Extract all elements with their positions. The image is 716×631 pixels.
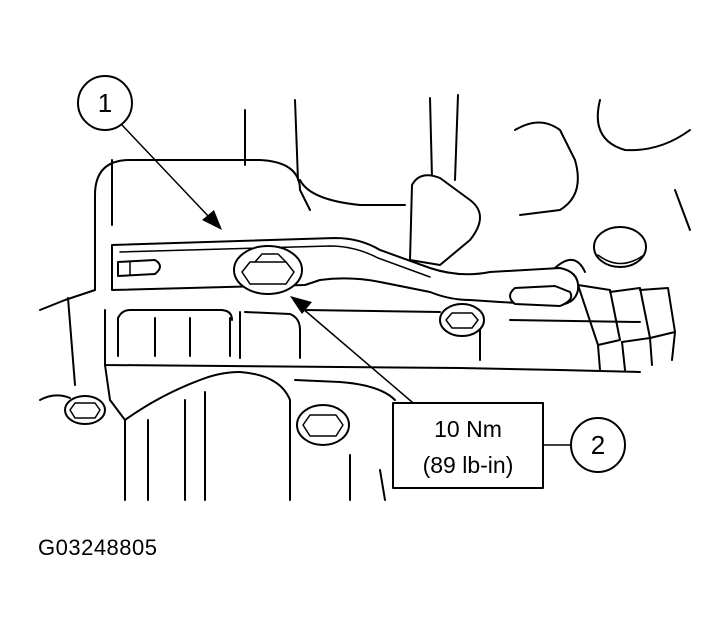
- lever-bolt: [233, 245, 303, 295]
- callout-1: 1: [77, 75, 222, 230]
- bolt-center: [296, 404, 350, 446]
- torque-imperial: (89 lb-in): [423, 452, 514, 478]
- torque-metric: 10 Nm: [434, 416, 502, 442]
- callout-1-label: 1: [98, 88, 112, 118]
- callout-2-label: 2: [591, 430, 605, 460]
- callout-1-arrowhead: [202, 210, 222, 230]
- bolt-right: [439, 303, 485, 337]
- torque-arrowhead: [290, 296, 312, 314]
- callout-2: 2: [570, 417, 626, 473]
- transmission-housing: [39, 94, 691, 501]
- figure-id: G03248805: [38, 535, 158, 560]
- torque-spec-box: [392, 402, 544, 489]
- torque-spec-callout: 10 Nm (89 lb-in): [290, 296, 571, 489]
- detent-lever: [111, 237, 586, 307]
- bolt-left: [64, 395, 106, 425]
